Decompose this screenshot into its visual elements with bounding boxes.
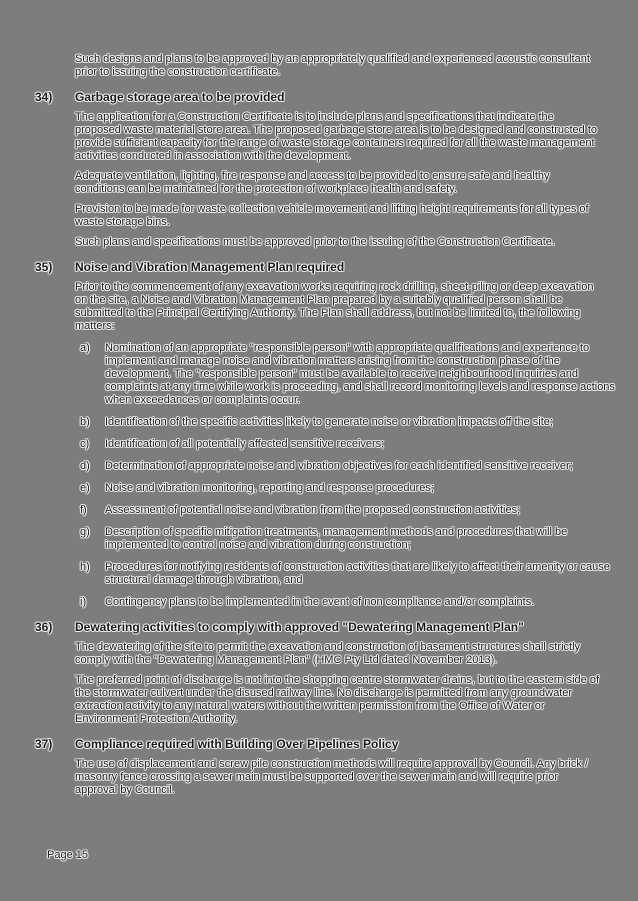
list-item: i) Contingency plans to be implemented i… xyxy=(80,596,638,609)
section-paragraph: The use of displacement and screw pile c… xyxy=(75,758,588,796)
item-text: Identification of the specific activitie… xyxy=(105,416,553,428)
item-letter: d) xyxy=(80,460,90,472)
section-heading-row: 34) Garbage storage area to be provided xyxy=(35,91,638,104)
list-item: b) Identification of the specific activi… xyxy=(80,416,638,429)
section-paragraph: Such plans and specifications must be ap… xyxy=(75,236,555,248)
section-number: 35) xyxy=(35,260,53,274)
item-letter: h) xyxy=(80,561,90,573)
item-letter: c) xyxy=(80,438,90,450)
section-number: 37) xyxy=(35,737,53,751)
list-item: h) Procedures for notifying residents of… xyxy=(80,561,638,587)
intro-paragraph: Such designs and plans to be approved by… xyxy=(75,53,590,78)
section-37: 37) Compliance required with Building Ov… xyxy=(0,738,638,797)
section-heading: Dewatering activities to comply with app… xyxy=(75,620,524,634)
section-heading: Noise and Vibration Management Plan requ… xyxy=(75,260,345,274)
item-text: Noise and vibration monitoring, reportin… xyxy=(105,482,434,494)
section-heading-row: 37) Compliance required with Building Ov… xyxy=(35,738,638,751)
item-text: Nomination of an appropriate "responsibl… xyxy=(105,342,615,406)
section-paragraph: Provision to be made for waste collectio… xyxy=(75,203,589,228)
list-item: c) Identification of all potentially aff… xyxy=(80,438,638,451)
item-text: Identification of all potentially affect… xyxy=(105,438,385,450)
section-34: 34) Garbage storage area to be provided … xyxy=(0,91,638,249)
section-paragraph: The preferred point of discharge is not … xyxy=(75,674,600,725)
condition-items: a) Nomination of an appropriate "respons… xyxy=(80,342,638,609)
item-text: Determination of appropriate noise and v… xyxy=(105,460,573,472)
section-paragraph: The dewatering of the site to permit the… xyxy=(75,641,581,666)
section-36: 36) Dewatering activities to comply with… xyxy=(0,621,638,726)
item-letter: e) xyxy=(80,482,90,494)
item-letter: i) xyxy=(80,596,87,608)
section-number: 36) xyxy=(35,620,53,634)
list-item: e) Noise and vibration monitoring, repor… xyxy=(80,482,638,495)
section-number: 34) xyxy=(35,90,53,104)
list-item: f) Assessment of potential noise and vib… xyxy=(80,504,638,517)
item-text: Assessment of potential noise and vibrat… xyxy=(105,504,521,516)
item-letter: f) xyxy=(80,504,87,516)
section-heading-row: 36) Dewatering activities to comply with… xyxy=(35,621,638,634)
section-heading: Compliance required with Building Over P… xyxy=(75,737,399,751)
list-item: g) Description of specific mitigation tr… xyxy=(80,526,638,552)
item-text: Procedures for notifying residents of co… xyxy=(105,561,610,586)
list-item: a) Nomination of an appropriate "respons… xyxy=(80,342,638,407)
section-paragraph: Prior to the commencement of any excavat… xyxy=(75,281,594,332)
item-text: Contingency plans to be implemented in t… xyxy=(105,596,535,608)
item-letter: g) xyxy=(80,526,90,538)
list-item: d) Determination of appropriate noise an… xyxy=(80,460,638,473)
item-letter: b) xyxy=(80,416,90,428)
page-number: Page 15 xyxy=(47,849,88,861)
section-heading: Garbage storage area to be provided xyxy=(75,90,285,104)
section-paragraph: Adequate ventilation, lighting, fire res… xyxy=(75,170,550,195)
item-text: Description of specific mitigation treat… xyxy=(105,526,568,551)
section-heading-row: 35) Noise and Vibration Management Plan … xyxy=(35,261,638,274)
item-letter: a) xyxy=(80,342,90,354)
section-35: 35) Noise and Vibration Management Plan … xyxy=(0,261,638,609)
section-paragraph: The application for a Construction Certi… xyxy=(75,111,598,162)
